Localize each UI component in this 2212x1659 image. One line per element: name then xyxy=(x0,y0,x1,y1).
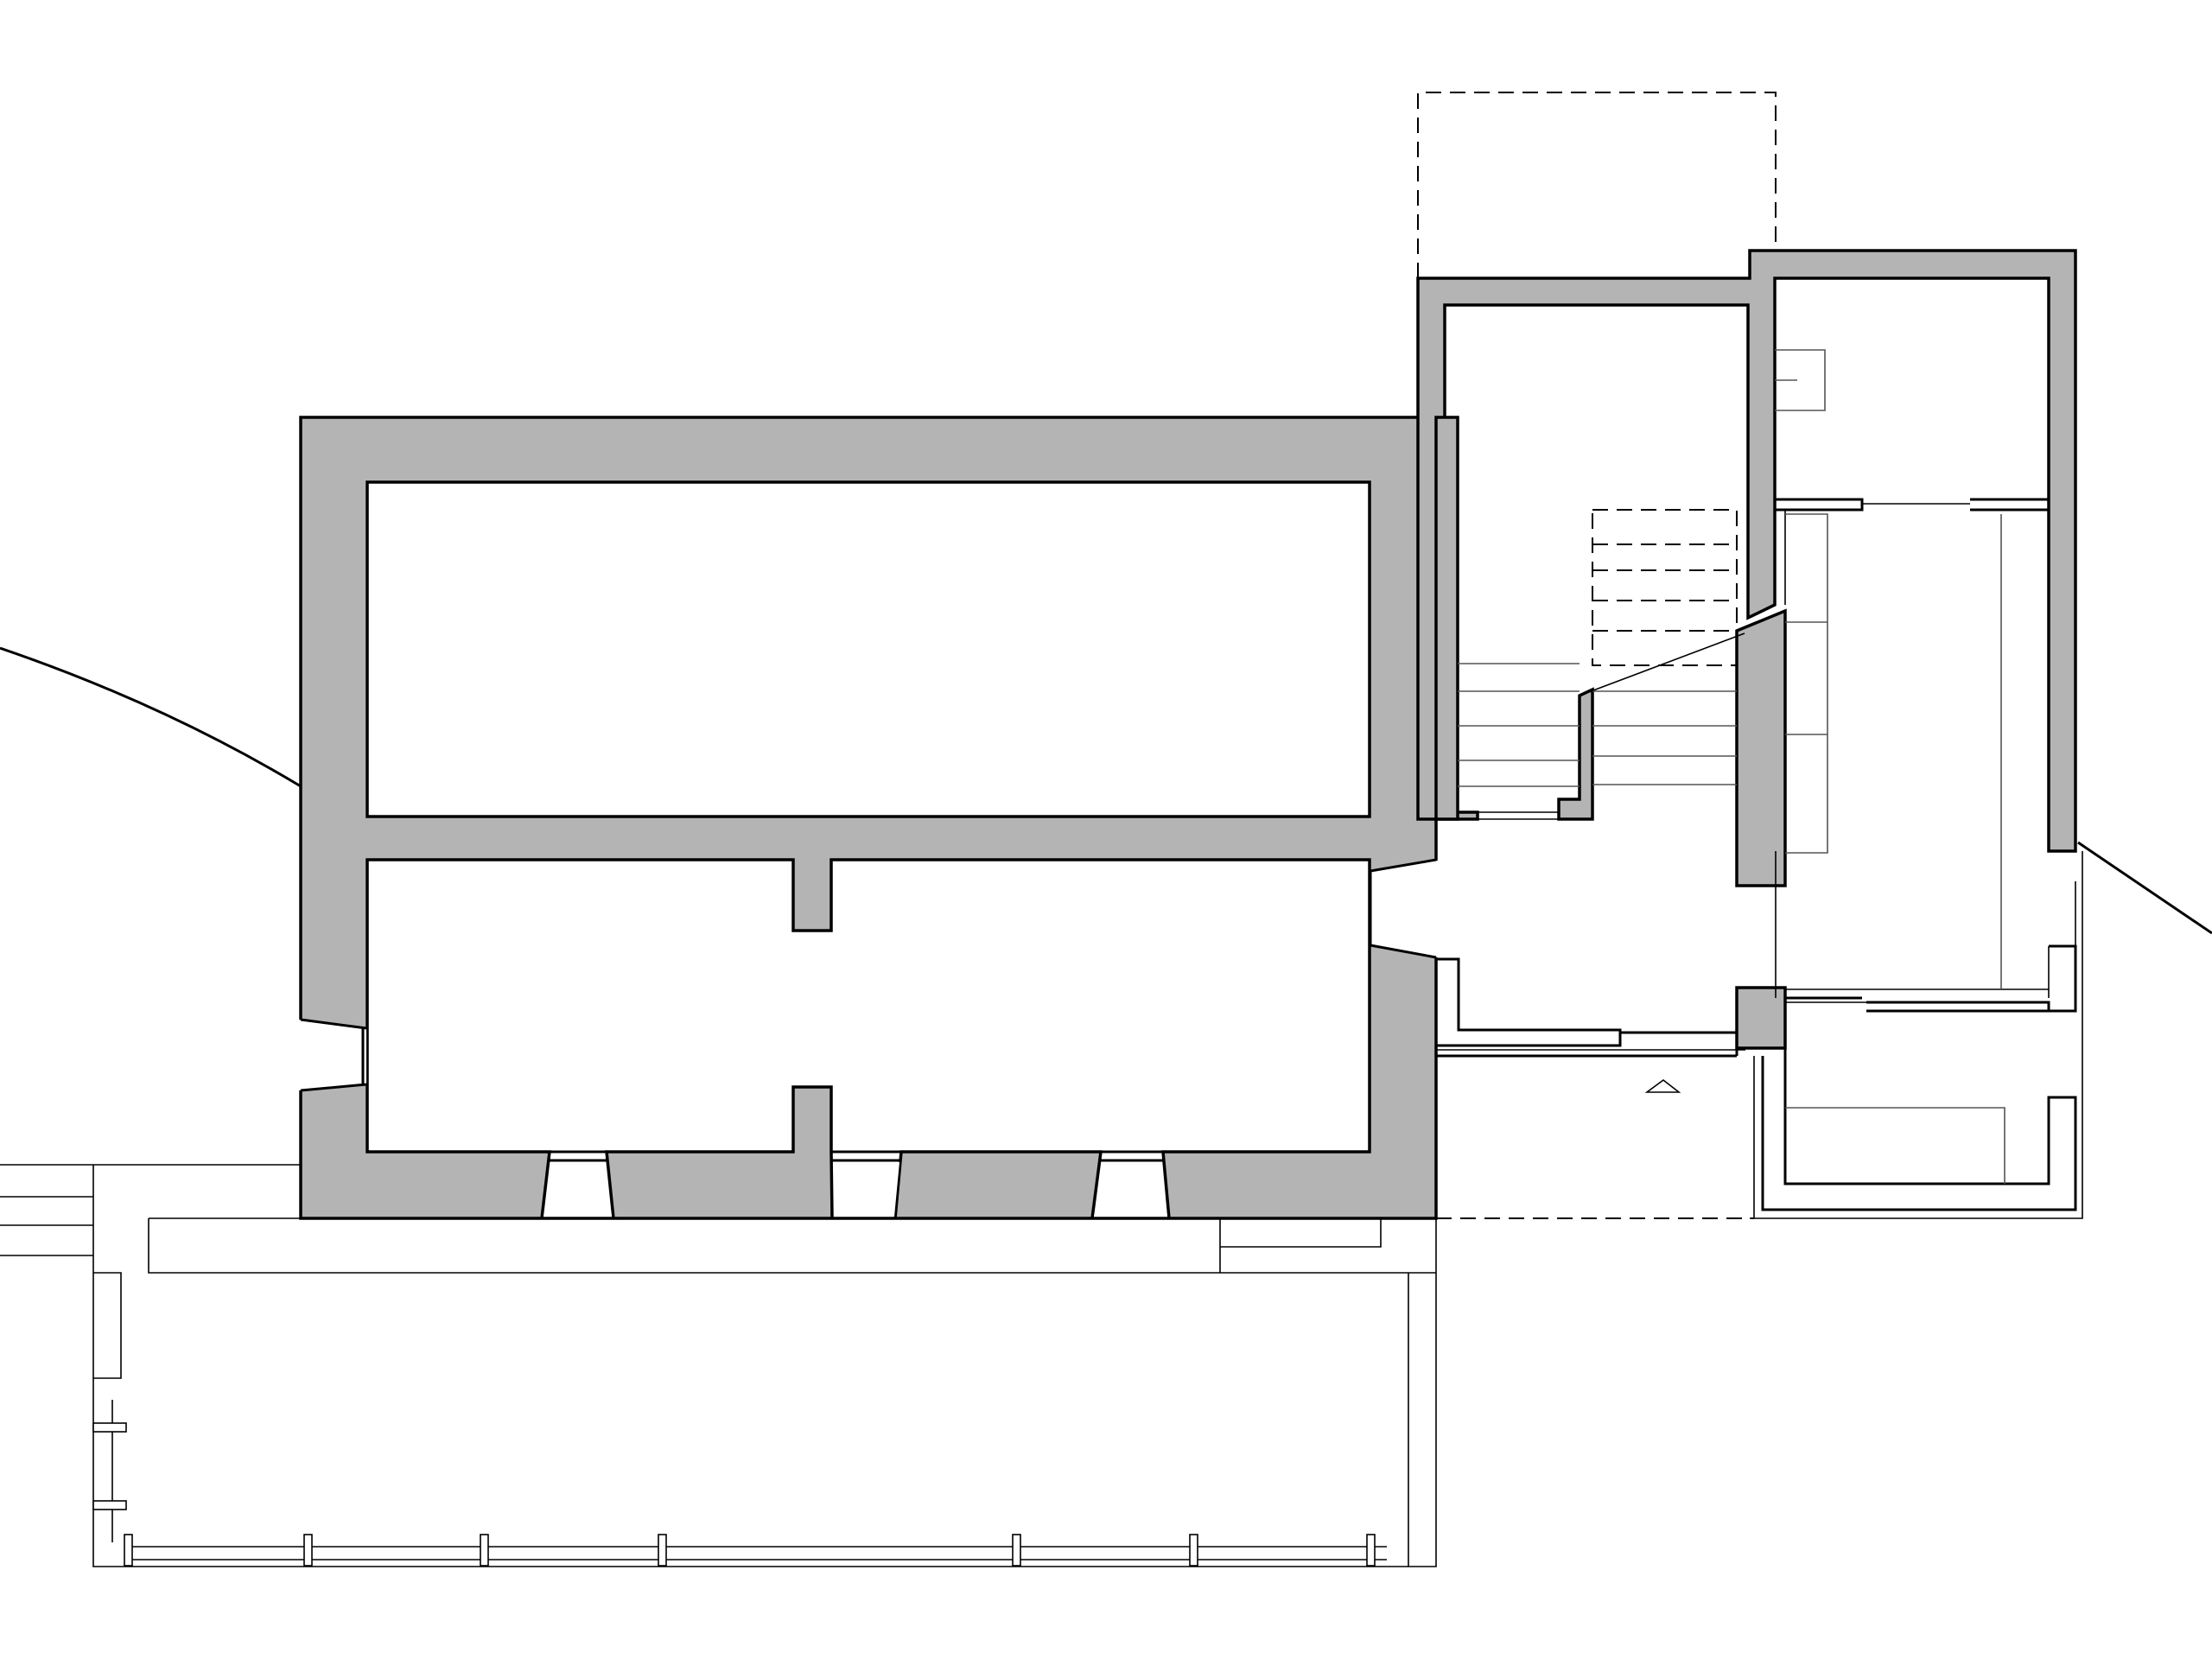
pergola-post xyxy=(92,1500,127,1510)
window-west xyxy=(298,1020,366,1090)
entrance-marker xyxy=(1644,1078,1681,1093)
window-west-frame xyxy=(300,1018,367,1092)
pergola-post xyxy=(658,1534,667,1567)
pergola-post xyxy=(1366,1534,1376,1567)
pergola-post xyxy=(124,1534,133,1567)
stair-treads xyxy=(1458,663,1737,787)
door-east-frame xyxy=(1369,858,1437,959)
closet-lines xyxy=(1775,349,2005,1184)
door-east xyxy=(1370,861,1438,957)
terrace xyxy=(0,1164,1437,1567)
angled-wall xyxy=(1735,608,1787,887)
pergola-post xyxy=(92,1422,127,1433)
south-windows xyxy=(550,1150,1163,1162)
main-building xyxy=(298,416,1438,1220)
dashed-stair-above xyxy=(1592,509,1738,666)
pergola-post xyxy=(480,1534,489,1567)
terrain-contour-right xyxy=(2077,841,2212,935)
pergola-posts xyxy=(92,1422,1376,1567)
pergola-post xyxy=(1189,1534,1198,1567)
pergola-frame xyxy=(92,1255,1437,1567)
annex xyxy=(1416,249,2083,1219)
wall-pillar xyxy=(1735,986,1787,1050)
dashed-roof-outline xyxy=(1417,92,1777,278)
stair-wall-stub xyxy=(1557,687,1594,821)
terrain-contours xyxy=(0,646,2212,935)
pergola-post xyxy=(1012,1534,1021,1567)
annex-interior-lines xyxy=(1436,498,2077,1211)
terrace-steps xyxy=(0,1164,301,1256)
annex-thin-lines xyxy=(1436,503,2083,1219)
terrain-contour-left xyxy=(0,646,302,788)
south-window-gaps xyxy=(543,1162,1167,1217)
terrace-platform xyxy=(148,1217,1437,1274)
pergola-post xyxy=(303,1534,313,1567)
main-building-walls xyxy=(299,416,1438,1220)
annex-partition-wall xyxy=(1434,416,1459,821)
annex-north-wall xyxy=(1416,249,2077,853)
stair-diagonal xyxy=(1579,632,1745,696)
